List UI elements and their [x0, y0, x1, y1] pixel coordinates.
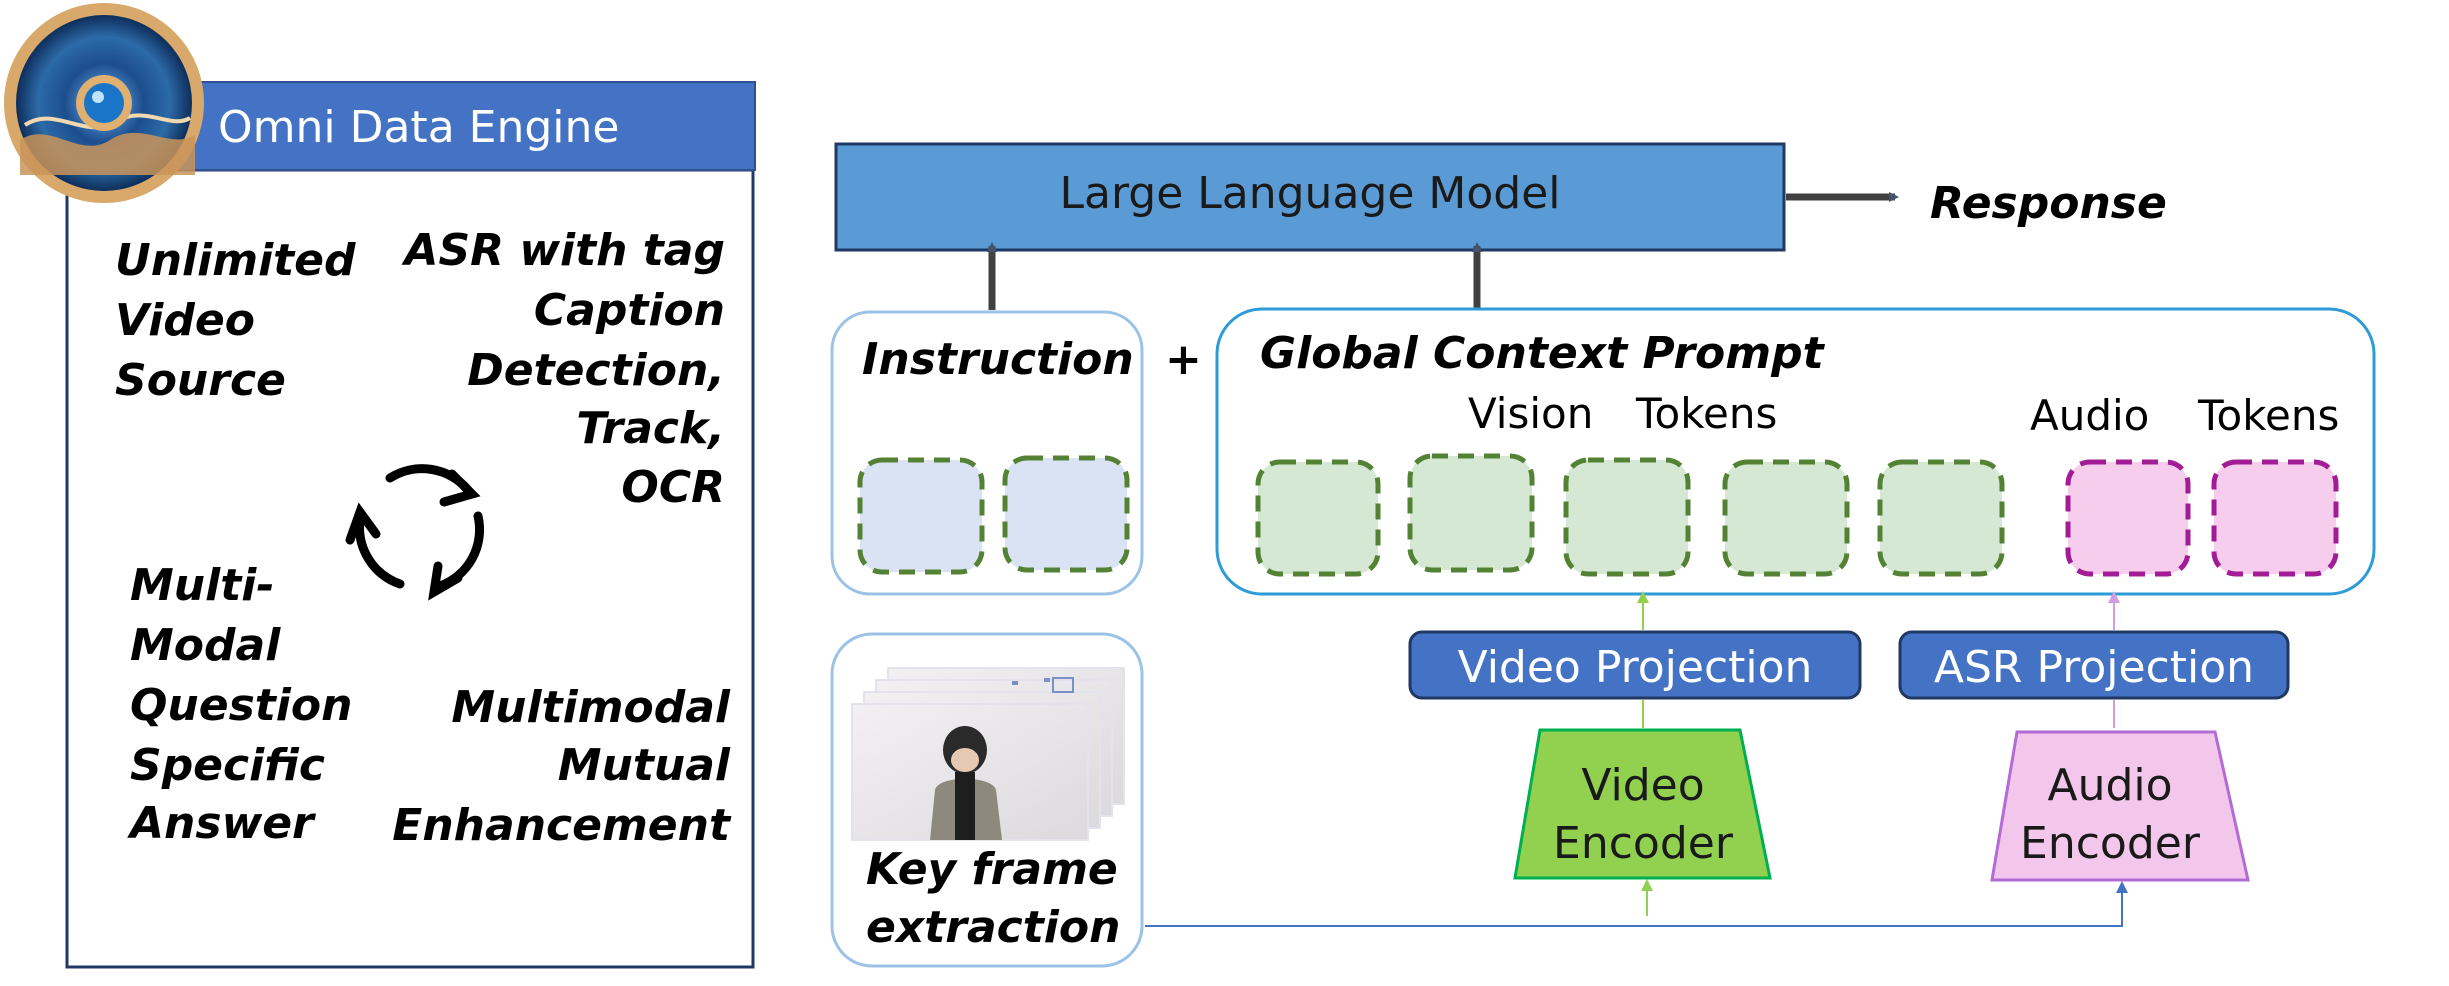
llm-label: Large Language Model	[1059, 168, 1560, 219]
engine-top-right: ASR with tag Caption Detection, Track, O…	[401, 225, 725, 513]
engine-header	[129, 81, 756, 171]
engine-logo	[4, 3, 204, 203]
key-frame-label: extraction	[866, 902, 1120, 953]
audio-token	[2211, 459, 2339, 577]
audio-encoder-label: Encoder	[2020, 818, 2201, 869]
instruction-token	[857, 457, 985, 575]
response-label: Response	[1930, 178, 2167, 229]
audio-encoder-label: Audio	[2047, 760, 2172, 811]
engine-text: Multi-	[130, 560, 275, 611]
vision-token	[1255, 459, 1381, 577]
engine-bottom-right: Multimodal Mutual Enhancement	[392, 682, 732, 851]
engine-text: Detection,	[467, 345, 725, 396]
engine-text: Unlimited	[115, 235, 356, 286]
engine-panel	[65, 168, 755, 969]
key-frame-label: Key frame	[866, 844, 1118, 895]
instruction-token	[1002, 455, 1130, 573]
video-projection-label: Video Projection	[1458, 642, 1813, 693]
engine-text: Specific	[130, 740, 325, 791]
engine-text: Multimodal	[451, 682, 731, 733]
engine-text: OCR	[621, 462, 725, 513]
instruction-label: Instruction	[862, 334, 1134, 385]
llm-box	[834, 142, 1786, 252]
engine-text: Question	[130, 680, 352, 731]
engine-text: Source	[115, 355, 286, 406]
global-context-label: Global Context Prompt	[1260, 328, 1826, 379]
audio-tokens-label: Tokens	[2197, 391, 2339, 440]
vision-token	[1407, 453, 1535, 573]
video-encoder-label: Video	[1581, 760, 1704, 811]
engine-text: Video	[115, 295, 255, 346]
vision-token	[1563, 457, 1691, 577]
engine-text: Answer	[127, 798, 316, 849]
video-encoder-label: Encoder	[1553, 818, 1734, 869]
engine-text: Mutual	[558, 740, 731, 791]
person-image	[930, 726, 1002, 840]
engine-text: Enhancement	[392, 800, 732, 851]
engine-title: Omni Data Engine	[218, 102, 619, 153]
audio-token	[2065, 459, 2191, 577]
vision-label: Vision	[1468, 389, 1593, 438]
asr-projection-label: ASR Projection	[1934, 642, 2254, 693]
engine-bottom-left: Multi- Modal Question Specific Answer	[127, 560, 352, 849]
plus-sign: +	[1165, 334, 1202, 385]
vision-token	[1722, 459, 1850, 577]
engine-text: Modal	[130, 620, 281, 671]
engine-text: Track,	[576, 403, 725, 454]
engine-top-left: Unlimited Video Source	[115, 235, 356, 406]
audio-feed-line	[1145, 881, 2128, 927]
vision-token	[1877, 459, 2005, 577]
audio-label: Audio	[2030, 391, 2149, 440]
vision-tokens-label: Tokens	[1635, 389, 1777, 438]
asr-projection-box	[1898, 630, 2290, 700]
audio-encoder	[1990, 730, 2250, 882]
video-encoder	[1513, 728, 1772, 880]
video-projection-box	[1408, 630, 1862, 700]
cycle-icon	[345, 464, 485, 601]
engine-text: Caption	[534, 285, 725, 336]
frame-icon	[1052, 677, 1074, 693]
engine-text: ASR with tag	[401, 225, 725, 276]
